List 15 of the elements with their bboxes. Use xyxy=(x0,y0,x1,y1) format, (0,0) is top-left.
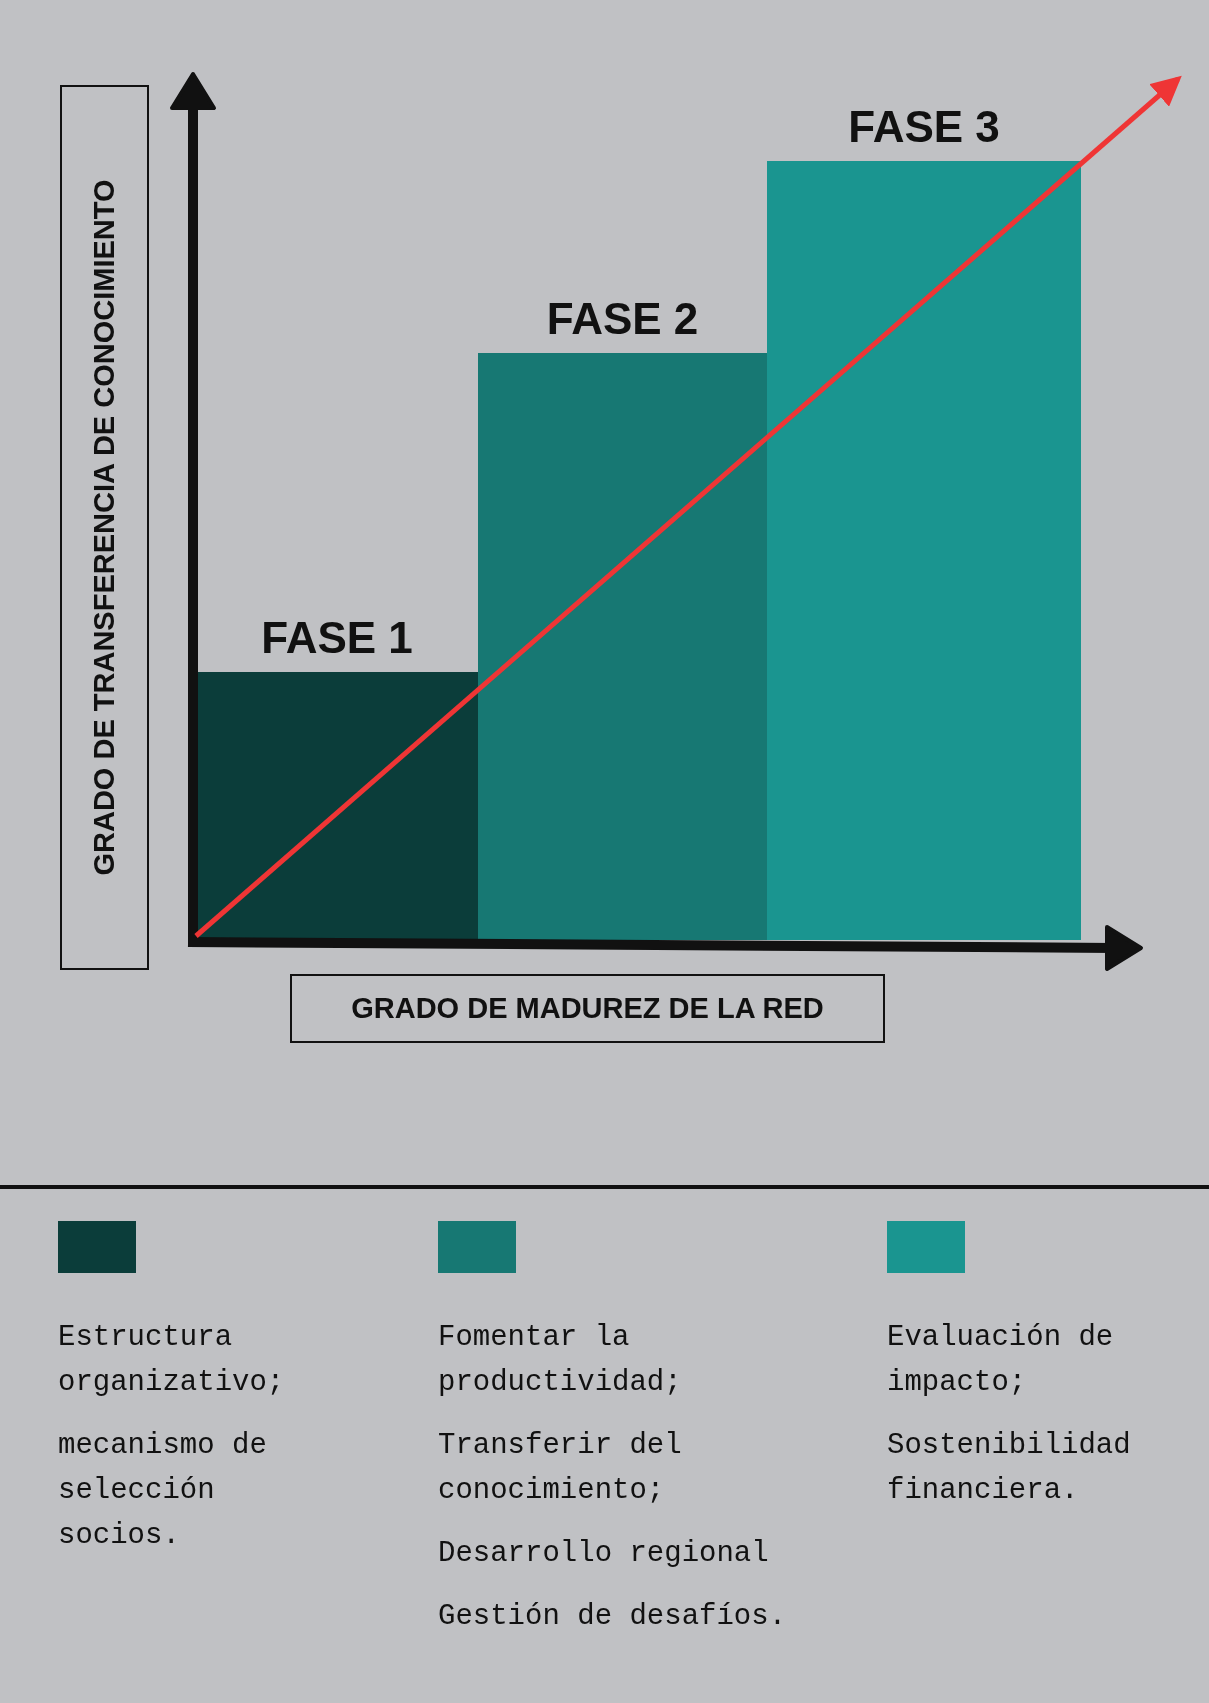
legend-note: Sostenibilidad financiera. xyxy=(887,1428,1132,1509)
phase-heading: FASE 2 xyxy=(546,297,699,341)
legend-text: Fomentar la productividad; xyxy=(438,1320,683,1401)
axis-label-box xyxy=(60,85,149,970)
legend-note: Transferir del conocimiento; xyxy=(438,1428,683,1509)
legend-note: Desarrollo regional xyxy=(438,1536,770,1572)
phase-heading: FASE 1 xyxy=(261,616,413,660)
legend-note: mecanismo de selección socios. xyxy=(58,1428,268,1554)
axis-label-box xyxy=(290,974,885,1043)
x-axis-label: GRADO DE MADUREZ DE LA RED xyxy=(351,994,824,1023)
legend-text: Evaluación de impacto; xyxy=(887,1320,1115,1401)
legend-note: Gestión de desafíos. xyxy=(438,1599,787,1635)
legend-text: Estructura organizativo; xyxy=(58,1320,286,1401)
phase-heading: FASE 3 xyxy=(848,105,1000,149)
y-axis-label: GRADO DE TRANSFERENCIA DE CONOCIMIENTO xyxy=(90,179,119,876)
